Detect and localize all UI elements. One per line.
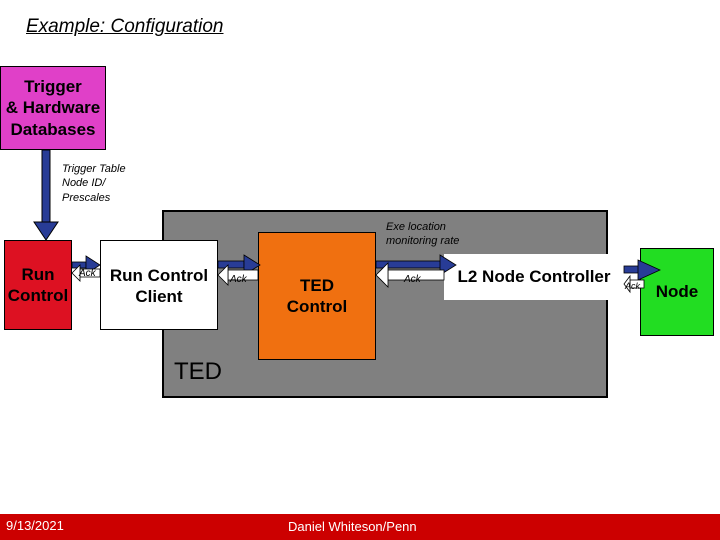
run-control-client-box: Run Control Client (100, 240, 218, 330)
run-control-box: Run Control (4, 240, 72, 330)
arrow-l2-to-node (623, 259, 661, 281)
arrow-trigger-to-runcontrol (33, 149, 59, 241)
trigger-databases-box: Trigger & Hardware Databases (0, 66, 106, 150)
node-box: Node (640, 248, 714, 336)
ack-arrow-l2-to-tedcontrol (375, 262, 445, 288)
l2-node-controller-box: L2 Node Controller (444, 254, 624, 300)
footer-bar (0, 514, 720, 540)
ted-area (162, 210, 608, 398)
ack-label-3: Ack (404, 274, 421, 285)
footer-date: 9/13/2021 (6, 518, 64, 533)
ack-label-1: Ack (79, 268, 96, 279)
ted-control-box: TED Control (258, 232, 376, 360)
ack-arrow-client-to-runcontrol (71, 264, 101, 282)
ack-arrow-tedcontrol-to-client (217, 264, 259, 286)
ack-label-2: Ack (230, 274, 247, 285)
trigger-table-annotation: Trigger Table Node ID/ Prescales (62, 163, 126, 204)
ack-arrow-node-to-l2 (623, 274, 645, 294)
ack-label-4: Ack (625, 281, 641, 291)
ted-area-label: TED (174, 358, 222, 385)
exe-location-annotation: Exe location monitoring rate (386, 221, 460, 248)
footer-author: Daniel Whiteson/Penn (288, 519, 417, 534)
slide-title: Example: Configuration (26, 16, 224, 37)
